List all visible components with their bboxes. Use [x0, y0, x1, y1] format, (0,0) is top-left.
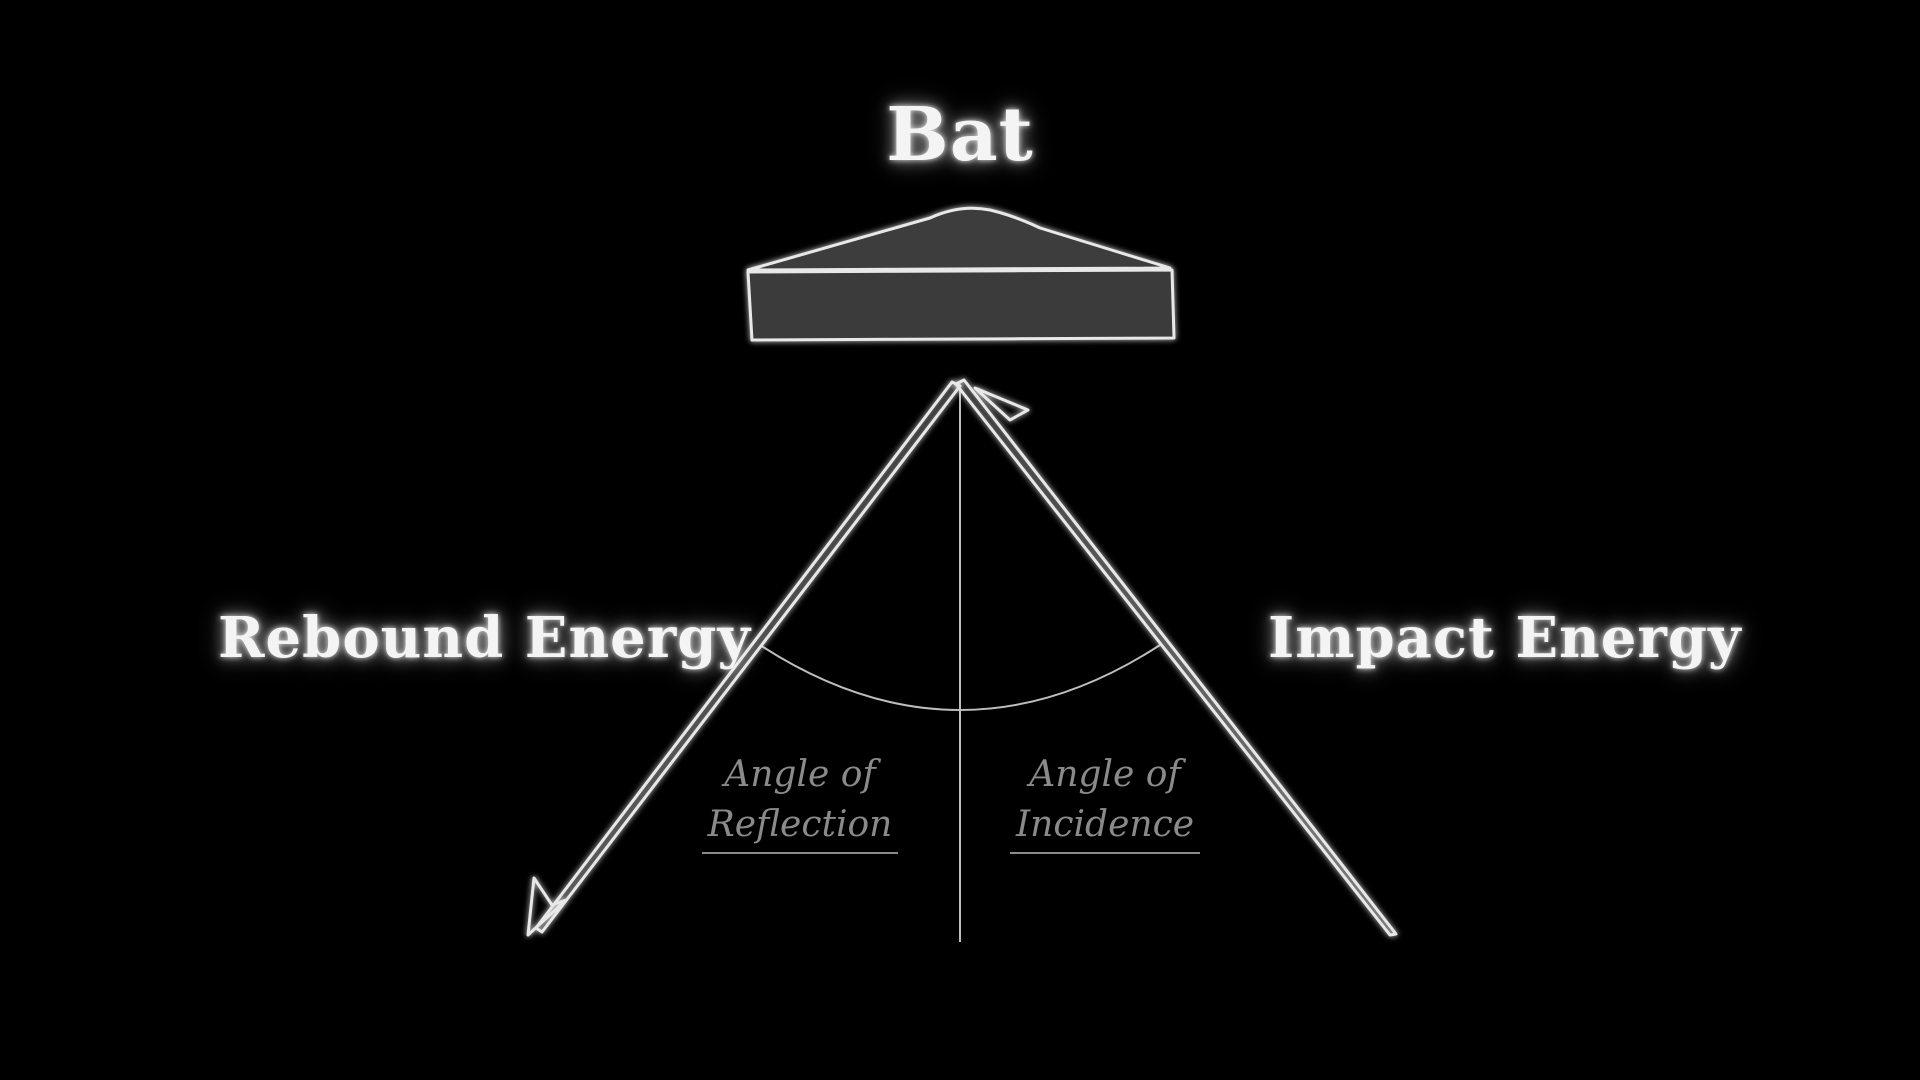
- bat-title: Bat: [886, 92, 1034, 178]
- angle-of-reflection-label: Angle of Reflection: [690, 750, 910, 854]
- angle-of-incidence-label: Angle of Incidence: [995, 750, 1215, 854]
- reflection-line2: Reflection: [701, 800, 899, 854]
- incidence-line2: Incidence: [1009, 800, 1201, 854]
- rebound-energy-label: Rebound Energy: [218, 605, 751, 671]
- bat-body: [746, 268, 1176, 342]
- reflection-line1: Angle of: [724, 754, 876, 795]
- incidence-flag-icon: [973, 386, 1030, 422]
- impact-energy-label: Impact Energy: [1268, 605, 1742, 671]
- incidence-ray: [954, 378, 1398, 937]
- reflection-ray: [526, 380, 962, 937]
- incidence-line1: Angle of: [1029, 754, 1181, 795]
- angle-arc: [759, 644, 1161, 711]
- bat-top-bulge: [746, 206, 1172, 272]
- arrowhead-icon: [526, 876, 568, 937]
- bat-icon: [746, 206, 1176, 342]
